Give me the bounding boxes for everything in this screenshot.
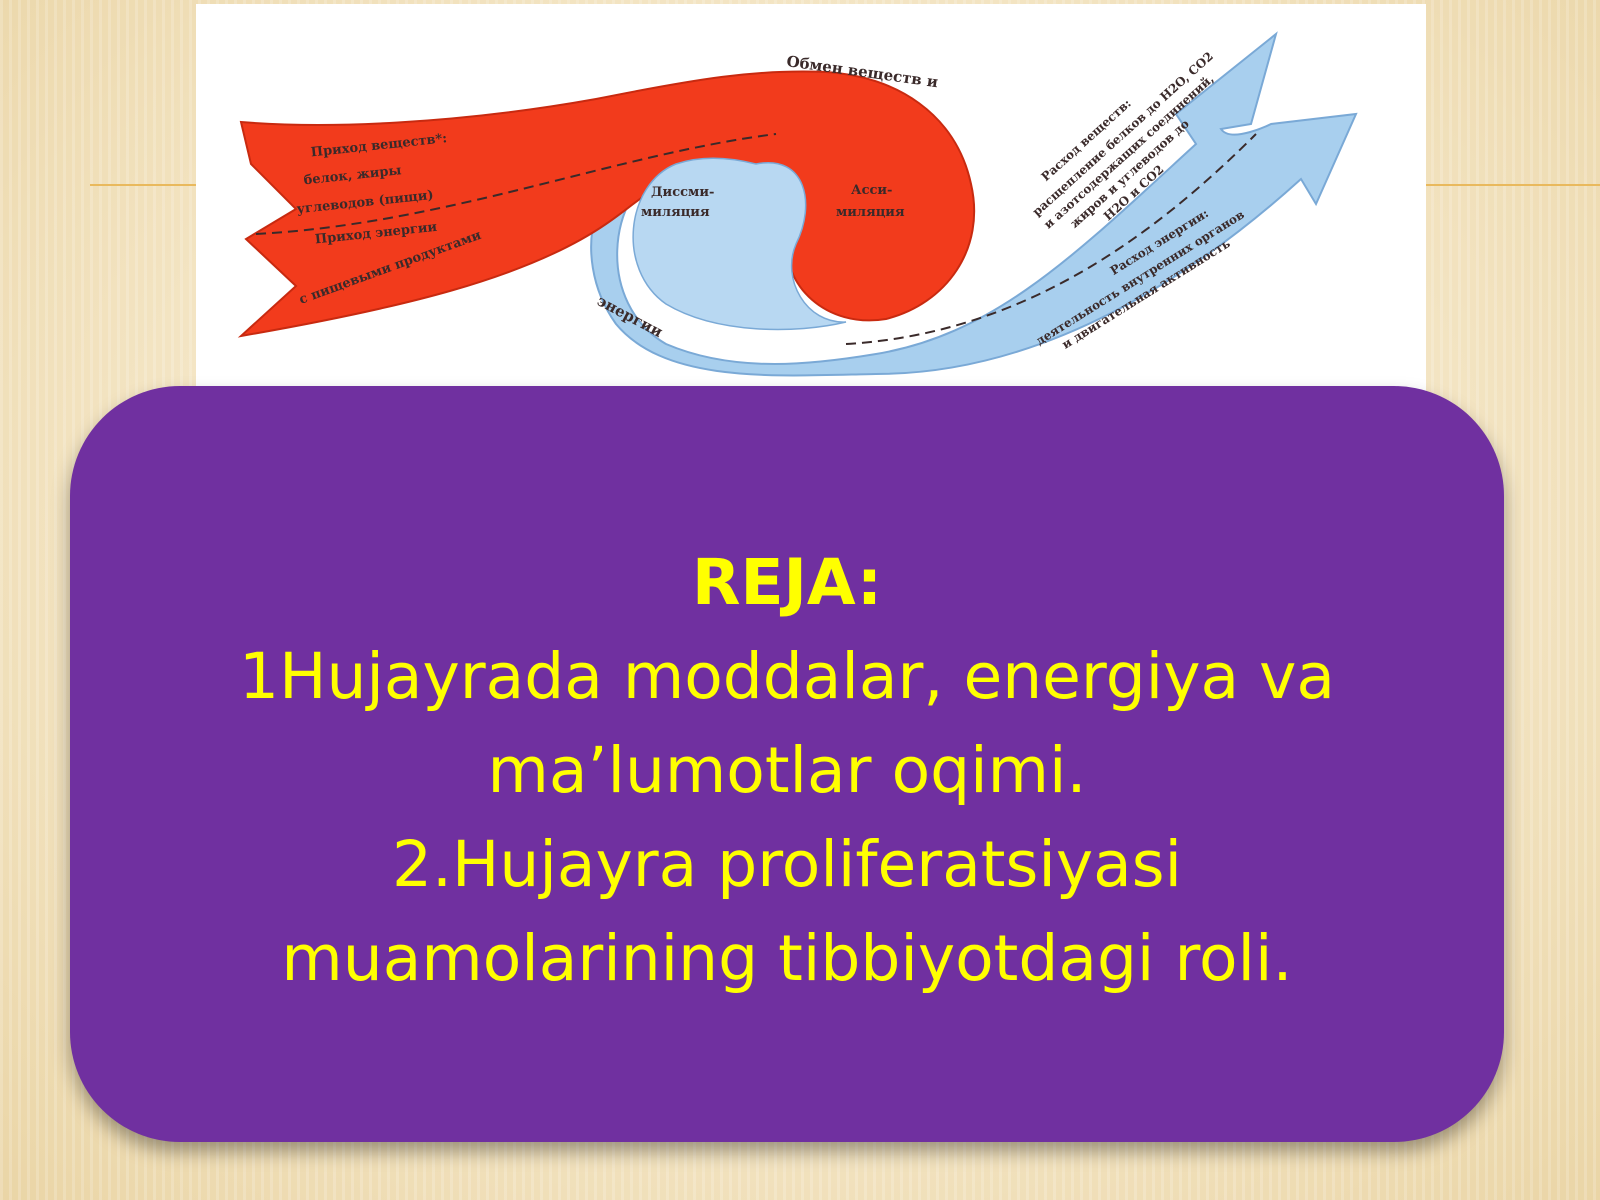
flow-line-right [845,133,1257,345]
dissimilation-label-1: Диссми- [651,185,714,200]
metabolism-diagram: Обмен веществ и энергии Приход веществ*:… [196,4,1426,394]
assimilation-label-2: миляция [836,205,905,220]
plan-heading: REJA: [691,546,883,619]
dissimilation-cell [632,157,847,331]
energy-flow-band [590,31,1358,377]
plan-item-2-line-2: muamolarining tibbiyotdagi roli. [281,922,1293,995]
plan-panel: REJA: 1Hujayrada moddalar, energiya va m… [70,386,1504,1142]
plan-item-2-line-1: 2.Hujayra proliferatsiyasi [391,828,1183,901]
decorative-rule-right [1425,184,1600,186]
red-band-shape [237,70,976,338]
plan-item-1-line-2: ma’lumotlar oqimi. [487,734,1087,807]
plan-item-1-line-1: 1Hujayrada moddalar, energiya va [238,640,1335,713]
flow-line-left [255,133,777,235]
dissimilation-label-2: миляция [641,205,710,220]
decorative-rule-left [90,184,200,186]
plan-text: REJA: 1Hujayrada moddalar, energiya va m… [70,536,1504,1006]
assimilation-label-1: Асси- [851,183,892,198]
